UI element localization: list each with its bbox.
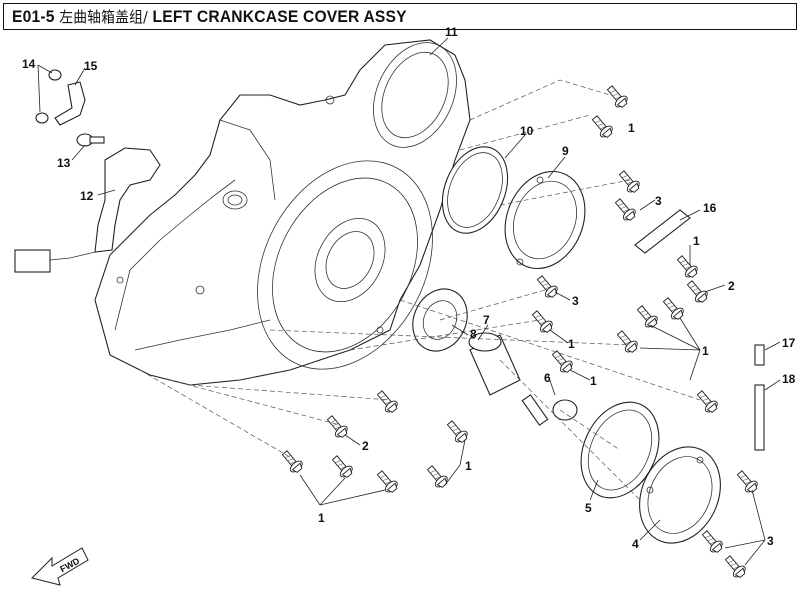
label-16: 16: [703, 201, 717, 215]
bolt-13: [76, 133, 105, 147]
label-10: 10: [520, 124, 534, 138]
assembly-lines: [139, 79, 701, 501]
pin-17: [754, 344, 765, 366]
label-1g: 1: [318, 511, 325, 525]
label-13: 13: [57, 156, 71, 170]
label-8: 8: [470, 327, 477, 341]
label-9: 9: [562, 144, 569, 158]
label-2a: 2: [728, 279, 735, 293]
collar-7: [468, 332, 521, 396]
label-3b: 3: [572, 294, 579, 308]
label-15: 15: [84, 59, 98, 73]
speed-sensor-12: [14, 147, 161, 273]
label-5: 5: [585, 501, 592, 515]
plate-16: [634, 209, 691, 254]
gasket-10: [441, 146, 509, 234]
diagram-title: E01-5 左曲轴箱盖组/ LEFT CRANKCASE COVER ASSY: [12, 6, 407, 27]
label-17: 17: [782, 336, 796, 350]
label-1b: 1: [693, 234, 700, 248]
label-1a: 1: [628, 121, 635, 135]
label-12: 12: [80, 189, 94, 203]
bracket-15: [54, 81, 86, 126]
label-3a: 3: [655, 194, 662, 208]
bolt-14: [35, 69, 62, 124]
title-code: E01-5: [12, 7, 55, 26]
left-crankcase-cover: [94, 39, 471, 386]
pin-18: [754, 384, 765, 451]
cover-9: [504, 170, 586, 270]
label-11: 11: [445, 25, 458, 39]
label-1f: 1: [465, 459, 472, 473]
title-name-en: LEFT CRANKCASE COVER ASSY: [152, 7, 407, 26]
label-3c: 3: [767, 534, 774, 548]
label-14: 14: [22, 57, 36, 71]
label-18: 18: [782, 372, 796, 386]
leader-lines: [37, 37, 781, 566]
label-1c: 1: [568, 337, 575, 351]
label-7: 7: [483, 313, 490, 327]
label-4: 4: [632, 537, 639, 551]
title-box: E01-5 左曲轴箱盖组/ LEFT CRANKCASE COVER ASSY: [3, 3, 797, 30]
cover-4: [639, 446, 721, 544]
label-2b: 2: [362, 439, 369, 453]
label-1d: 1: [702, 344, 709, 358]
bolt-6: [521, 394, 578, 426]
part-labels: 11 10 9 1 3 16 1 2 3 7 8 1 1 1 6 17 18 2…: [22, 25, 796, 551]
title-name-cn: 左曲轴箱盖组/: [59, 8, 148, 26]
label-6: 6: [544, 371, 551, 385]
label-1e: 1: [590, 374, 597, 388]
fwd-arrow-icon: FWD: [31, 547, 89, 586]
